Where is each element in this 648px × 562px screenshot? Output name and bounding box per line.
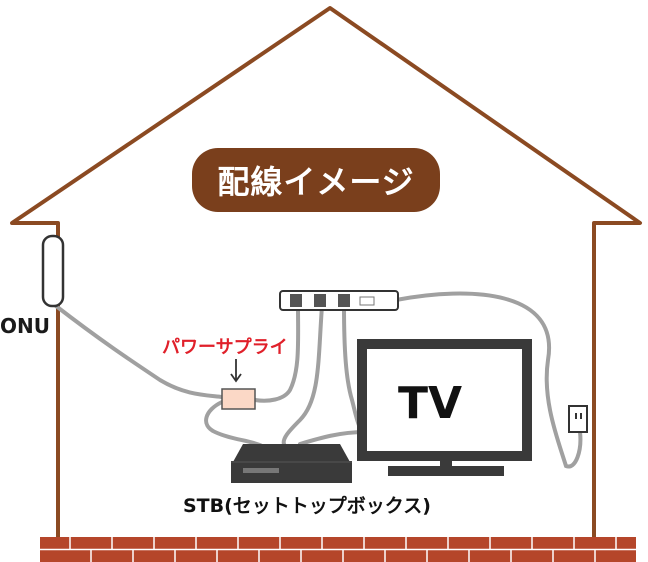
power-strip [279,290,399,311]
cable-strip-to-power-supply [253,304,301,403]
brick-foundation [40,537,636,562]
power-supply-unit [221,388,256,410]
power-supply-arrow [230,359,242,383]
onu-device [41,234,65,308]
cable-strip-to-stb [281,304,324,448]
cable-onu-to-power-supply [54,304,224,399]
house-outline [10,6,642,541]
tv [357,339,532,476]
diagram-title: 配線イメージ [217,163,415,201]
stb-label: STB(セットトップボックス) [183,495,431,517]
wall-outlet [568,405,588,433]
tv-label: TV [398,378,463,429]
cable-strip-to-outlet [394,291,583,469]
cable-power-supply-to-stb [204,400,264,448]
stb [231,444,352,483]
title-badge: 配線イメージ [192,148,440,212]
cable-stb-to-tv [298,430,367,446]
power-supply-label: パワーサプライ [162,337,288,358]
onu-label: ONU [0,314,50,338]
